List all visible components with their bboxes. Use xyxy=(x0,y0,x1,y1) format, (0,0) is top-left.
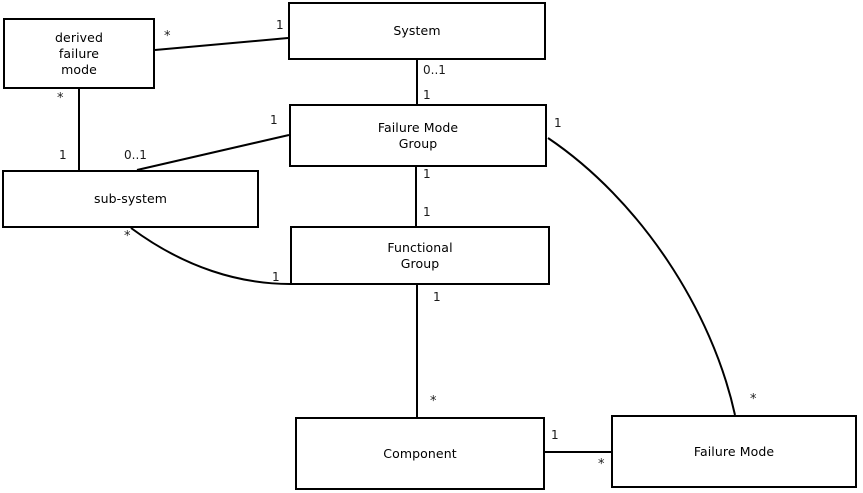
multiplicity-label: 1 xyxy=(270,113,278,127)
association-derived-failure-mode-system xyxy=(154,37,289,51)
class-box-system[interactable]: System xyxy=(288,2,546,60)
class-box-functional-group[interactable]: Functional Group xyxy=(290,226,550,285)
multiplicity-label: 1 xyxy=(551,428,559,442)
multiplicity-label: 1 xyxy=(423,205,431,219)
class-name-system: System xyxy=(393,23,441,38)
multiplicity-label: 0..1 xyxy=(124,148,147,162)
multiplicity-label: * xyxy=(598,457,605,472)
multiplicity-label: 1 xyxy=(423,88,431,102)
class-name-functional-group: Functional Group xyxy=(387,239,453,271)
multiplicity-label: * xyxy=(57,91,64,106)
class-name-component: Component xyxy=(383,445,457,461)
association-failure-mode-group-failure-mode xyxy=(547,137,736,416)
multiplicity-label: * xyxy=(430,394,437,409)
association-sub-system-failure-mode-group xyxy=(136,134,290,171)
multiplicity-label: 1 xyxy=(59,148,67,162)
multiplicity-label: 0..1 xyxy=(423,63,446,77)
multiplicity-label: 1 xyxy=(276,18,284,32)
class-box-derived-failure-mode[interactable]: derived failure mode xyxy=(3,18,155,89)
class-name-failure-mode-group: Failure Mode Group xyxy=(377,119,459,151)
multiplicity-label: 1 xyxy=(272,270,280,284)
multiplicity-label: 1 xyxy=(433,290,441,304)
class-name-failure-mode: Failure Mode xyxy=(693,443,775,459)
class-box-failure-mode[interactable]: Failure Mode xyxy=(611,415,857,488)
class-name-sub-system: sub-system xyxy=(93,191,168,206)
multiplicity-label: * xyxy=(124,229,131,244)
class-box-component[interactable]: Component xyxy=(295,417,545,490)
multiplicity-label: * xyxy=(750,392,757,407)
multiplicity-label: * xyxy=(164,29,171,44)
multiplicity-label: 1 xyxy=(554,116,562,130)
class-box-failure-mode-group[interactable]: Failure Mode Group xyxy=(289,104,547,167)
multiplicity-label: 1 xyxy=(423,167,431,181)
association-sub-system-functional-group xyxy=(130,227,291,285)
class-box-sub-system[interactable]: sub-system xyxy=(2,170,259,228)
class-name-derived-failure-mode: derived failure mode xyxy=(55,29,103,77)
